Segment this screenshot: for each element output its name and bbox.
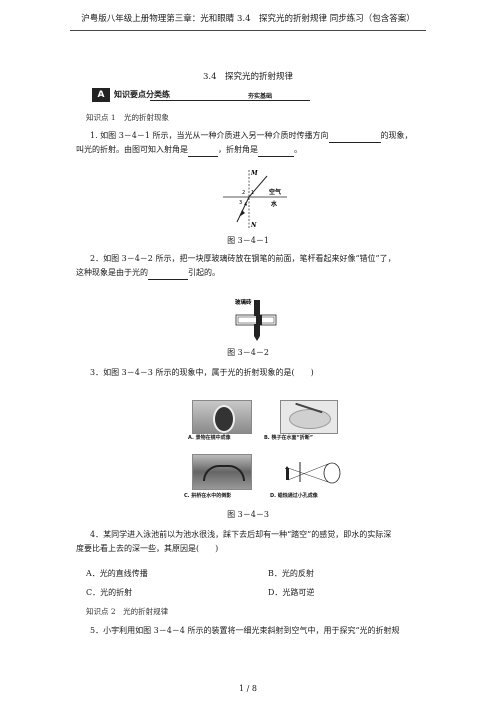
q1-line-1: 1. 如图 3－4－1 所示，当光从一种介质进入另一种介质时传播方向 的现象， bbox=[90, 129, 426, 143]
figure-refraction-diagram: M N 空气 水 1 2 3 4 bbox=[223, 170, 287, 229]
knowledge-point-2: 知识点 2 光的折射规律 bbox=[86, 607, 169, 616]
angle-2: 2 bbox=[242, 190, 245, 196]
q4-line-2: 度要比看上去的深一些，其原因是( ) bbox=[76, 544, 219, 553]
q2-line-1: 2．如图 3－4－2 所示，把一块厚玻璃砖放在钢笔的前面，笔杆看起来好像“错位”… bbox=[90, 254, 396, 263]
q1-blank-1[interactable] bbox=[328, 133, 381, 143]
section-title: 3.4 探究光的折射规律 bbox=[202, 72, 294, 82]
photo-mirror bbox=[192, 400, 252, 434]
glass-label: 玻璃砖 bbox=[235, 298, 252, 306]
q1-text-b: 的现象， bbox=[380, 131, 413, 140]
q4-option-b[interactable]: B．光的反射 bbox=[268, 569, 314, 578]
q1-text-a: 1. 如图 3－4－1 所示，当光从一种介质进入另一种介质时传播方向 bbox=[90, 131, 329, 140]
caption-a: A. 景物在镜中成像 bbox=[188, 435, 231, 441]
figure-3-photos: A. 景物在镜中成像 B. 筷子在水面“折断” C. 拱桥在水中的倒影 D. 蜡… bbox=[184, 400, 374, 510]
label-N: N bbox=[250, 222, 257, 229]
label-M: M bbox=[250, 170, 258, 177]
banner-tag: 夯实基础 bbox=[248, 93, 273, 100]
caption-b: B. 筷子在水面“折断” bbox=[264, 435, 314, 441]
q4-option-a[interactable]: A．光的直线传播 bbox=[86, 569, 148, 578]
kp1-label: 知识点 1 bbox=[86, 113, 116, 122]
q2-text-b: 引起的。 bbox=[188, 268, 220, 277]
caption-d: D. 蜡烛通过小孔成像 bbox=[270, 493, 318, 499]
figure-2-caption: 图 3－4－2 bbox=[227, 348, 269, 357]
q4-option-c[interactable]: C．光的折射 bbox=[86, 588, 133, 597]
question-4: 4．某同学进入泳池前以为池水很浅，踩下去后却有一种“踏空”的感觉，即水的实际深 … bbox=[76, 528, 426, 556]
banner-rule bbox=[150, 100, 310, 101]
q2-line-2: 这种现象是由于光的 引起的。 bbox=[76, 266, 426, 280]
label-water: 水 bbox=[271, 200, 278, 208]
q4-line-1: 4．某同学进入泳池前以为池水很浅，踩下去后却有一种“踏空”的感觉，即水的实际深 bbox=[90, 530, 392, 539]
q1-blank-3[interactable] bbox=[258, 147, 294, 157]
knowledge-point-1: 知识点 1 光的折射现象 bbox=[86, 111, 416, 125]
q1-blank-2[interactable] bbox=[188, 147, 218, 157]
angle-3: 3 bbox=[239, 200, 242, 206]
q1-line-2: 叫光的折射。由图可知入射角是 ，折射角是 。 bbox=[76, 143, 426, 157]
angle-1: 1 bbox=[251, 190, 254, 196]
photo-pinhole bbox=[285, 462, 341, 484]
photo-chopsticks bbox=[280, 400, 338, 434]
figure-3-caption: 图 3－4－3 bbox=[227, 510, 269, 519]
label-air: 空气 bbox=[269, 188, 281, 196]
page-number: 1 / 8 bbox=[239, 684, 257, 693]
q4-option-d[interactable]: D．光路可逆 bbox=[268, 588, 315, 597]
q1-text-e: 。 bbox=[294, 145, 302, 154]
angle-4: 4 bbox=[244, 202, 247, 208]
question-5: 5．小宇利用如图 3－4－4 所示的装置将一细光束斜射到空气中，用于探究“光的折… bbox=[90, 626, 400, 635]
kp1-text: 光的折射现象 bbox=[124, 113, 170, 122]
figure-1-caption: 图 3－4－1 bbox=[227, 236, 269, 245]
banner-badge: A bbox=[92, 88, 110, 102]
q2-blank[interactable] bbox=[148, 270, 188, 280]
document-header: 沪粤版八年级上册物理第三章：光和眼睛 3.4 探究光的折射规律 同步练习（包含答… bbox=[81, 14, 415, 24]
q2-text-a: 这种现象是由于光的 bbox=[76, 268, 148, 277]
caption-c: C. 拱桥在水中的倒影 bbox=[184, 493, 232, 499]
q1-text-d: ，折射角是 bbox=[218, 145, 258, 154]
figure-glass-pen: 玻璃砖 bbox=[235, 298, 277, 341]
question-2: 2．如图 3－4－2 所示，把一块厚玻璃砖放在钢笔的前面，笔杆看起来好像“错位”… bbox=[76, 252, 426, 280]
q1-text-c: 叫光的折射。由图可知入射角是 bbox=[76, 145, 188, 154]
question-3: 3．如图 3－4－3 所示的现象中，属于光的折射现象的是( ) bbox=[90, 368, 314, 377]
photo-bridge bbox=[192, 454, 252, 490]
banner-title: 知识要点分类练 bbox=[114, 90, 170, 99]
header-divider bbox=[70, 30, 426, 31]
question-1: 1. 如图 3－4－1 所示，当光从一种介质进入另一种介质时传播方向 的现象， 叫… bbox=[76, 129, 426, 157]
